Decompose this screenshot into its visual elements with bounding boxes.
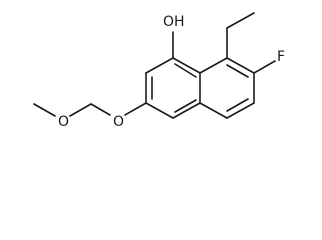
bond-ch2-o xyxy=(69,103,92,117)
hydroxyl-label: OH xyxy=(163,14,185,30)
bond-ethyl-methyl xyxy=(226,12,255,29)
methoxy-oxygen-label: O xyxy=(58,114,69,130)
bond-c3-o xyxy=(124,102,147,116)
bond-c6-c5-inner xyxy=(226,98,249,112)
bond-c4-c4a xyxy=(172,102,201,119)
bond-c8a-c1-inner xyxy=(174,63,197,78)
bond-c8a-c8 xyxy=(199,57,228,74)
bond-c8-c7 xyxy=(226,57,255,74)
bond-c5-c4a xyxy=(199,102,228,119)
bond-o-methyl xyxy=(33,103,56,117)
fluorine-label: F xyxy=(277,49,285,65)
bond-c1-c2 xyxy=(145,57,174,74)
bond-c8a-c1 xyxy=(172,57,201,74)
bond-c8-c7-inner xyxy=(226,64,249,78)
bond-c3-c4 xyxy=(145,102,174,119)
bond-c6-c5 xyxy=(226,102,255,119)
chemical-structure-diagram: OH F O O xyxy=(33,12,285,130)
ether-oxygen-label: O xyxy=(113,114,124,130)
bond-o-ch2 xyxy=(90,103,111,116)
bond-c4-c4a-inner xyxy=(174,99,197,113)
bond-c7-f xyxy=(253,60,276,74)
